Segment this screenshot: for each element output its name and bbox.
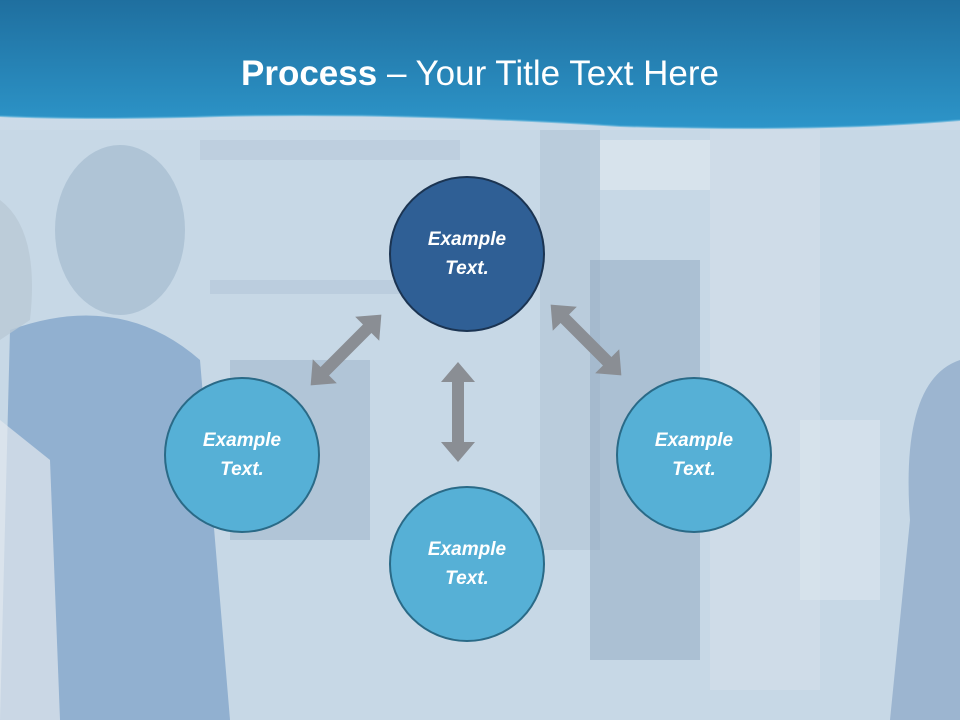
node-right-label: Example Text. [654, 430, 734, 480]
title-bold: Process [241, 54, 378, 93]
arrow-top-right [550, 304, 622, 376]
node-bottom-label: Example Text. [427, 539, 507, 589]
header-band [0, 0, 960, 129]
node-left-label: Example Text. [202, 430, 282, 480]
process-node-left[interactable]: Example Text. [164, 377, 320, 533]
slide-title: Process – Your Title Text Here [0, 52, 960, 96]
process-node-bottom[interactable]: Example Text. [389, 486, 545, 642]
title-rest: – Your Title Text Here [377, 54, 719, 93]
node-top-label: Example Text. [427, 229, 507, 279]
arrow-top-left [310, 314, 382, 386]
process-node-top[interactable]: Example Text. [389, 176, 545, 332]
arrow-top-bottom [441, 362, 475, 462]
process-node-right[interactable]: Example Text. [616, 377, 772, 533]
